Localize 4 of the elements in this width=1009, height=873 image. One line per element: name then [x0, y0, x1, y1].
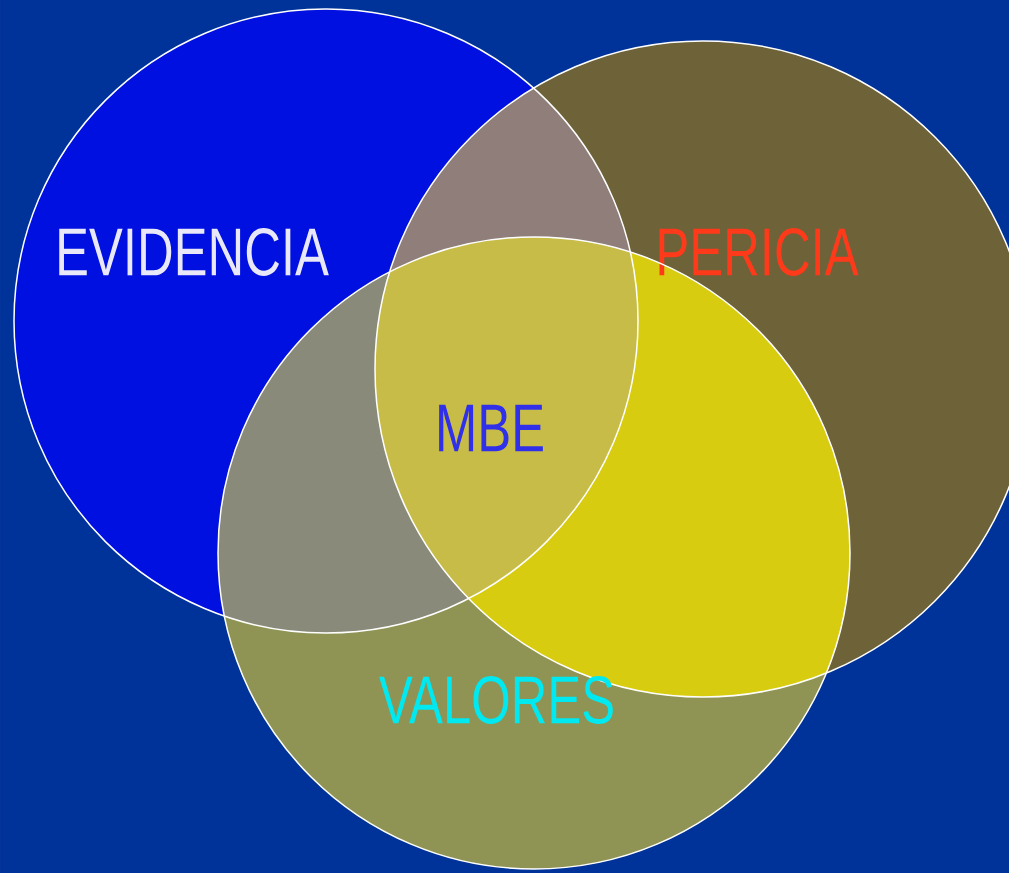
- center-label: MBE: [439, 404, 543, 452]
- circle-label: PERICIA: [659, 228, 859, 276]
- circle-label: EVIDENCIA: [59, 228, 329, 276]
- circle-label: VALORES: [379, 676, 613, 724]
